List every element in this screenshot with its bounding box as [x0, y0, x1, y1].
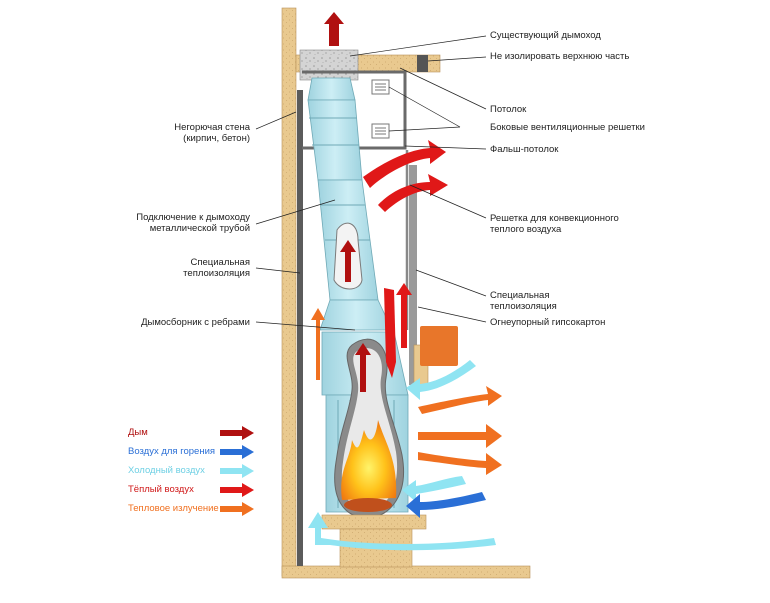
legend-arrow-icon [220, 426, 254, 440]
label-ribbed-smoke-collector: Дымосборник с ребрами [141, 317, 250, 328]
special-insulation-right [420, 326, 458, 366]
legend-item: Дым [128, 426, 258, 440]
firewood [344, 498, 392, 512]
label-false-ceiling: Фальш-потолок [490, 144, 559, 155]
legend-label: Воздух для горения [128, 446, 216, 457]
legend-item: Холодный воздух [128, 464, 258, 478]
legend-arrow-icon [220, 502, 254, 516]
floor [281, 565, 531, 579]
label-convection-grille: Решетка для конвекционного теплого возду… [490, 213, 619, 235]
smoke-arrows [324, 12, 371, 392]
flames [341, 420, 397, 500]
label-metal-pipe-connection: Подключение к дымоходу металлической тру… [136, 212, 250, 234]
legend-item: Тепловое излучение [128, 502, 258, 516]
label-no-insulate-top: Не изолировать верхнюю часть [490, 51, 630, 62]
label-fireproof-drywall: Огнеупорный гипсокартон [490, 317, 606, 328]
chimney-pipe [307, 77, 393, 331]
legend-label: Холодный воздух [128, 465, 205, 476]
legend-arrow-icon [220, 445, 254, 459]
cold-air-arrows [308, 360, 496, 551]
warm-air-arrows [363, 140, 448, 378]
ceiling-insulation-block [417, 55, 428, 72]
label-ceiling: Потолок [490, 104, 527, 115]
thermal-radiation-arrows [311, 308, 502, 475]
noncombustible-wall [281, 7, 297, 577]
legend-label: Дым [128, 427, 148, 438]
legend-item: Тёплый воздух [128, 483, 258, 497]
hearth-base [321, 514, 427, 530]
legend-arrow-icon [220, 464, 254, 478]
existing-chimney [299, 49, 359, 81]
leader-lines [255, 35, 487, 331]
label-special-insulation-right: Специальная теплоизоляция [490, 290, 557, 312]
special-insulation-left [297, 90, 303, 566]
label-special-insulation-left: Специальная теплоизоляция [183, 257, 250, 279]
fireproof-drywall [409, 165, 417, 385]
side-vent-top [371, 79, 390, 95]
label-existing-chimney: Существующий дымоход [490, 30, 601, 41]
side-vent-bottom [371, 123, 390, 139]
legend-item: Воздух для горения [128, 445, 258, 459]
legend-label: Тепловое излучение [128, 503, 219, 514]
legend-arrow-icon [220, 483, 254, 497]
label-side-vents: Боковые вентиляционные решетки [490, 122, 645, 133]
combustion-air-arrows [406, 492, 486, 518]
legend-label: Тёплый воздух [128, 484, 194, 495]
label-noncombustible-wall: Негорючая стена (кирпич, бетон) [174, 122, 250, 144]
